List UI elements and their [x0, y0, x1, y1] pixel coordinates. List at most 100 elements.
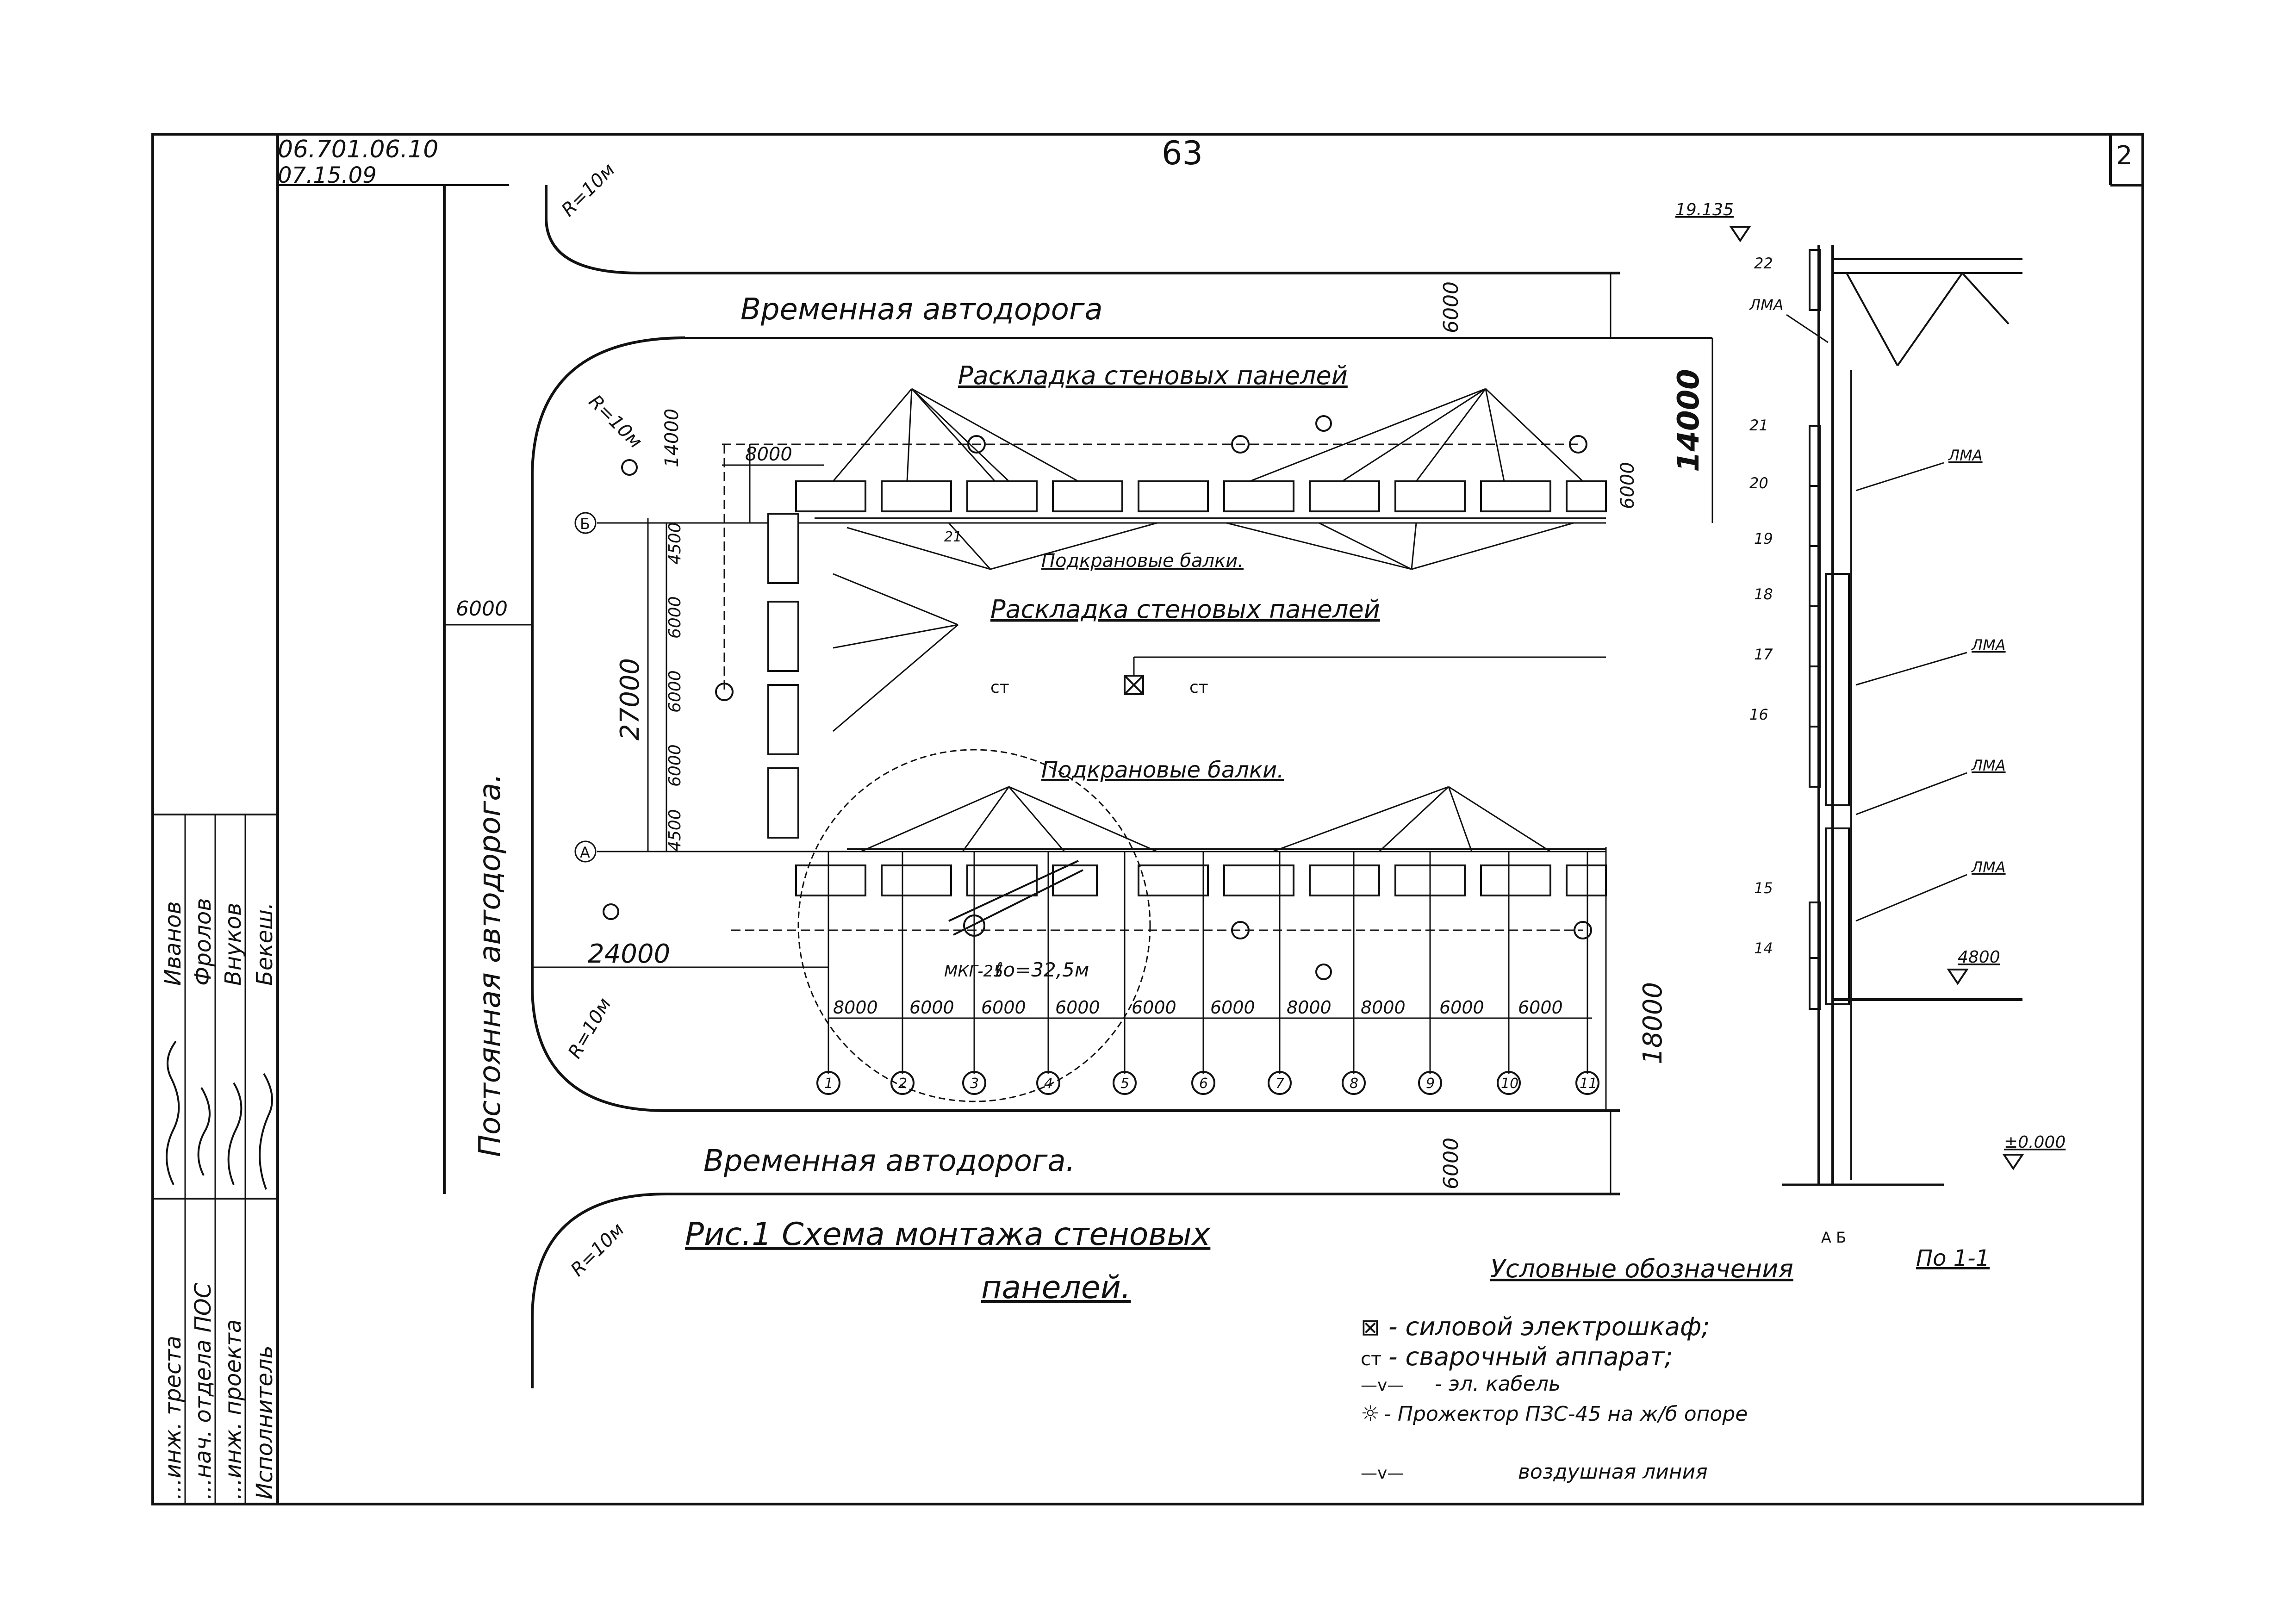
dim-left-road: 6000 [456, 597, 508, 621]
section-caption: По 1-1 [1916, 1245, 1990, 1271]
pole-icon [1574, 921, 1592, 939]
panel-no-15: 15 [1754, 879, 1773, 897]
dim-27000: 27000 [615, 658, 645, 740]
dim-b-5: 6000 [1132, 997, 1176, 1018]
dim-left-v4: 6000 [666, 744, 684, 787]
signature-1 [166, 1040, 180, 1185]
crane-pivot [963, 914, 985, 937]
dim-b-7: 8000 [1287, 997, 1332, 1018]
grid-axes [828, 852, 1592, 1074]
header-code-top: 06.701.06.10 [278, 136, 438, 163]
signature-4 [259, 1073, 273, 1190]
panel-no-16: 16 [1749, 706, 1768, 723]
lma-1: ЛМА [1749, 296, 1784, 314]
dim-18000: 18000 [1638, 982, 1668, 1064]
crane-reach-circle [797, 749, 1151, 1102]
axis-2: 2 [898, 1076, 907, 1092]
spotlight-icon [1315, 415, 1332, 432]
axis-8: 8 [1350, 1076, 1358, 1092]
role-1: ...инж. треста [160, 1336, 186, 1499]
pole-icon [1231, 435, 1250, 454]
name-4: Бекеш. [252, 902, 278, 986]
dim-b-2: 6000 [909, 997, 954, 1018]
section-axes: А Б [1821, 1229, 1846, 1246]
panel-no-18: 18 [1754, 585, 1773, 603]
panel-no-20: 20 [1749, 474, 1768, 492]
building-plan: Б А [574, 444, 1606, 863]
dim-bottom-road: 6000 [1439, 1138, 1463, 1189]
axis-11: 11 [1580, 1076, 1597, 1092]
axis-4: 4 [1044, 1076, 1053, 1092]
equipment: ст ст [603, 415, 1606, 980]
header-code-bottom: 07.15.09 [278, 162, 377, 188]
axis-B-label: Б [580, 515, 590, 533]
panel-no-17: 17 [1754, 646, 1773, 663]
legend-text-5: воздушная линия [1518, 1460, 1708, 1484]
label-layout-mid: Раскладка стеновых панелей [990, 595, 1380, 624]
dim-b-9: 6000 [1439, 997, 1484, 1018]
section-panels [1809, 249, 1821, 1010]
section-1-1: 19.135 4800 ±0.000 22 21 20 19 18 17 16 … [1675, 200, 2066, 1271]
label-crane-beams-top: Подкрановые балки. [1041, 550, 1244, 572]
dim-b-4: 6000 [1055, 997, 1100, 1018]
lma-5: ЛМА [1971, 858, 2006, 876]
axis-numbers: 1 2 3 4 5 6 7 8 9 10 11 [824, 1076, 1597, 1092]
title-block: ...инж. треста ...нач. отдела ПОС ...инж… [152, 814, 279, 1505]
legend-title: Условные обозначения [1490, 1254, 1793, 1283]
label-layout-top: Раскладка стеновых панелей [958, 361, 1348, 390]
panel-no-22: 22 [1754, 255, 1773, 272]
dim-b-10: 6000 [1518, 997, 1563, 1018]
axis-10: 10 [1501, 1076, 1518, 1092]
legend-text-2: - сварочный аппарат; [1388, 1342, 1673, 1371]
legend-symbol-4: ☼ [1361, 1401, 1380, 1426]
panels-bottom-row [795, 864, 1607, 896]
dim-14000-right: 14000 [1672, 369, 1706, 472]
legend-text-3: - эл. кабель [1435, 1372, 1561, 1396]
spotlight-icon [1315, 964, 1332, 980]
dim-b-6: 6000 [1210, 997, 1255, 1018]
panel-no-21: 21 [1749, 417, 1768, 434]
bottom-row-dims: 8000 6000 6000 6000 6000 6000 8000 8000 … [833, 997, 1563, 1018]
road-temporary-bottom: Временная автодорога. [703, 1144, 1075, 1178]
axis-B-marker [574, 512, 597, 534]
section-elev-mid: 4800 [1958, 948, 2000, 967]
radius-4: R=10м [567, 1219, 628, 1281]
label-21: 21 [944, 529, 962, 545]
radius-1: R=10м [558, 159, 619, 221]
crane-reach: ℓo=32,5м [995, 958, 1089, 981]
road-temporary-top: Временная автодорога [740, 292, 1103, 327]
dim-left-v1: 4500 [666, 522, 684, 565]
plan-dimensions: 6000 6000 6000 24000 18000 14000 27000 8… [444, 273, 1713, 1194]
dim-24000: 24000 [588, 939, 670, 969]
legend-text-4: - Прожектор ПЗС-45 на ж/б опоре [1384, 1402, 1748, 1426]
dim-8000-top: 8000 [745, 444, 792, 465]
dim-b-3: 6000 [981, 997, 1026, 1018]
dim-14000-left: 14000 [661, 409, 683, 467]
panel-no-19: 19 [1754, 530, 1773, 547]
axis-A-marker [574, 840, 597, 863]
panel-no-14: 14 [1754, 939, 1773, 957]
legend-symbol-5: —v— [1361, 1464, 1404, 1483]
role-4: Исполнитель [252, 1345, 278, 1499]
axis-7: 7 [1276, 1076, 1284, 1092]
lma-4: ЛМА [1971, 757, 2006, 774]
welder-1: ст [990, 678, 1009, 697]
role-2: ...нач. отдела ПОС [190, 1282, 216, 1499]
axis-9: 9 [1426, 1076, 1435, 1092]
dim-b-1: 8000 [833, 997, 878, 1018]
axis-A-label: А [580, 844, 590, 861]
lma-2: ЛМА [1948, 447, 1983, 464]
welder-2: ст [1189, 678, 1208, 697]
dim-left-v5: 4500 [666, 809, 684, 852]
section-elev-top: 19.135 [1675, 200, 1734, 219]
panels-top-row [795, 480, 1607, 512]
legend-symbol-3: —v— [1361, 1376, 1404, 1395]
road-permanent: Постоянная автодорога. [473, 773, 507, 1157]
page-number: 63 [1162, 134, 1203, 172]
name-3: Внуков [220, 903, 246, 986]
axis-number-circles [816, 1071, 1599, 1095]
spotlight-icon [621, 459, 638, 476]
sheet-number: 2 [2116, 141, 2133, 171]
dim-left-v2: 6000 [666, 596, 684, 639]
